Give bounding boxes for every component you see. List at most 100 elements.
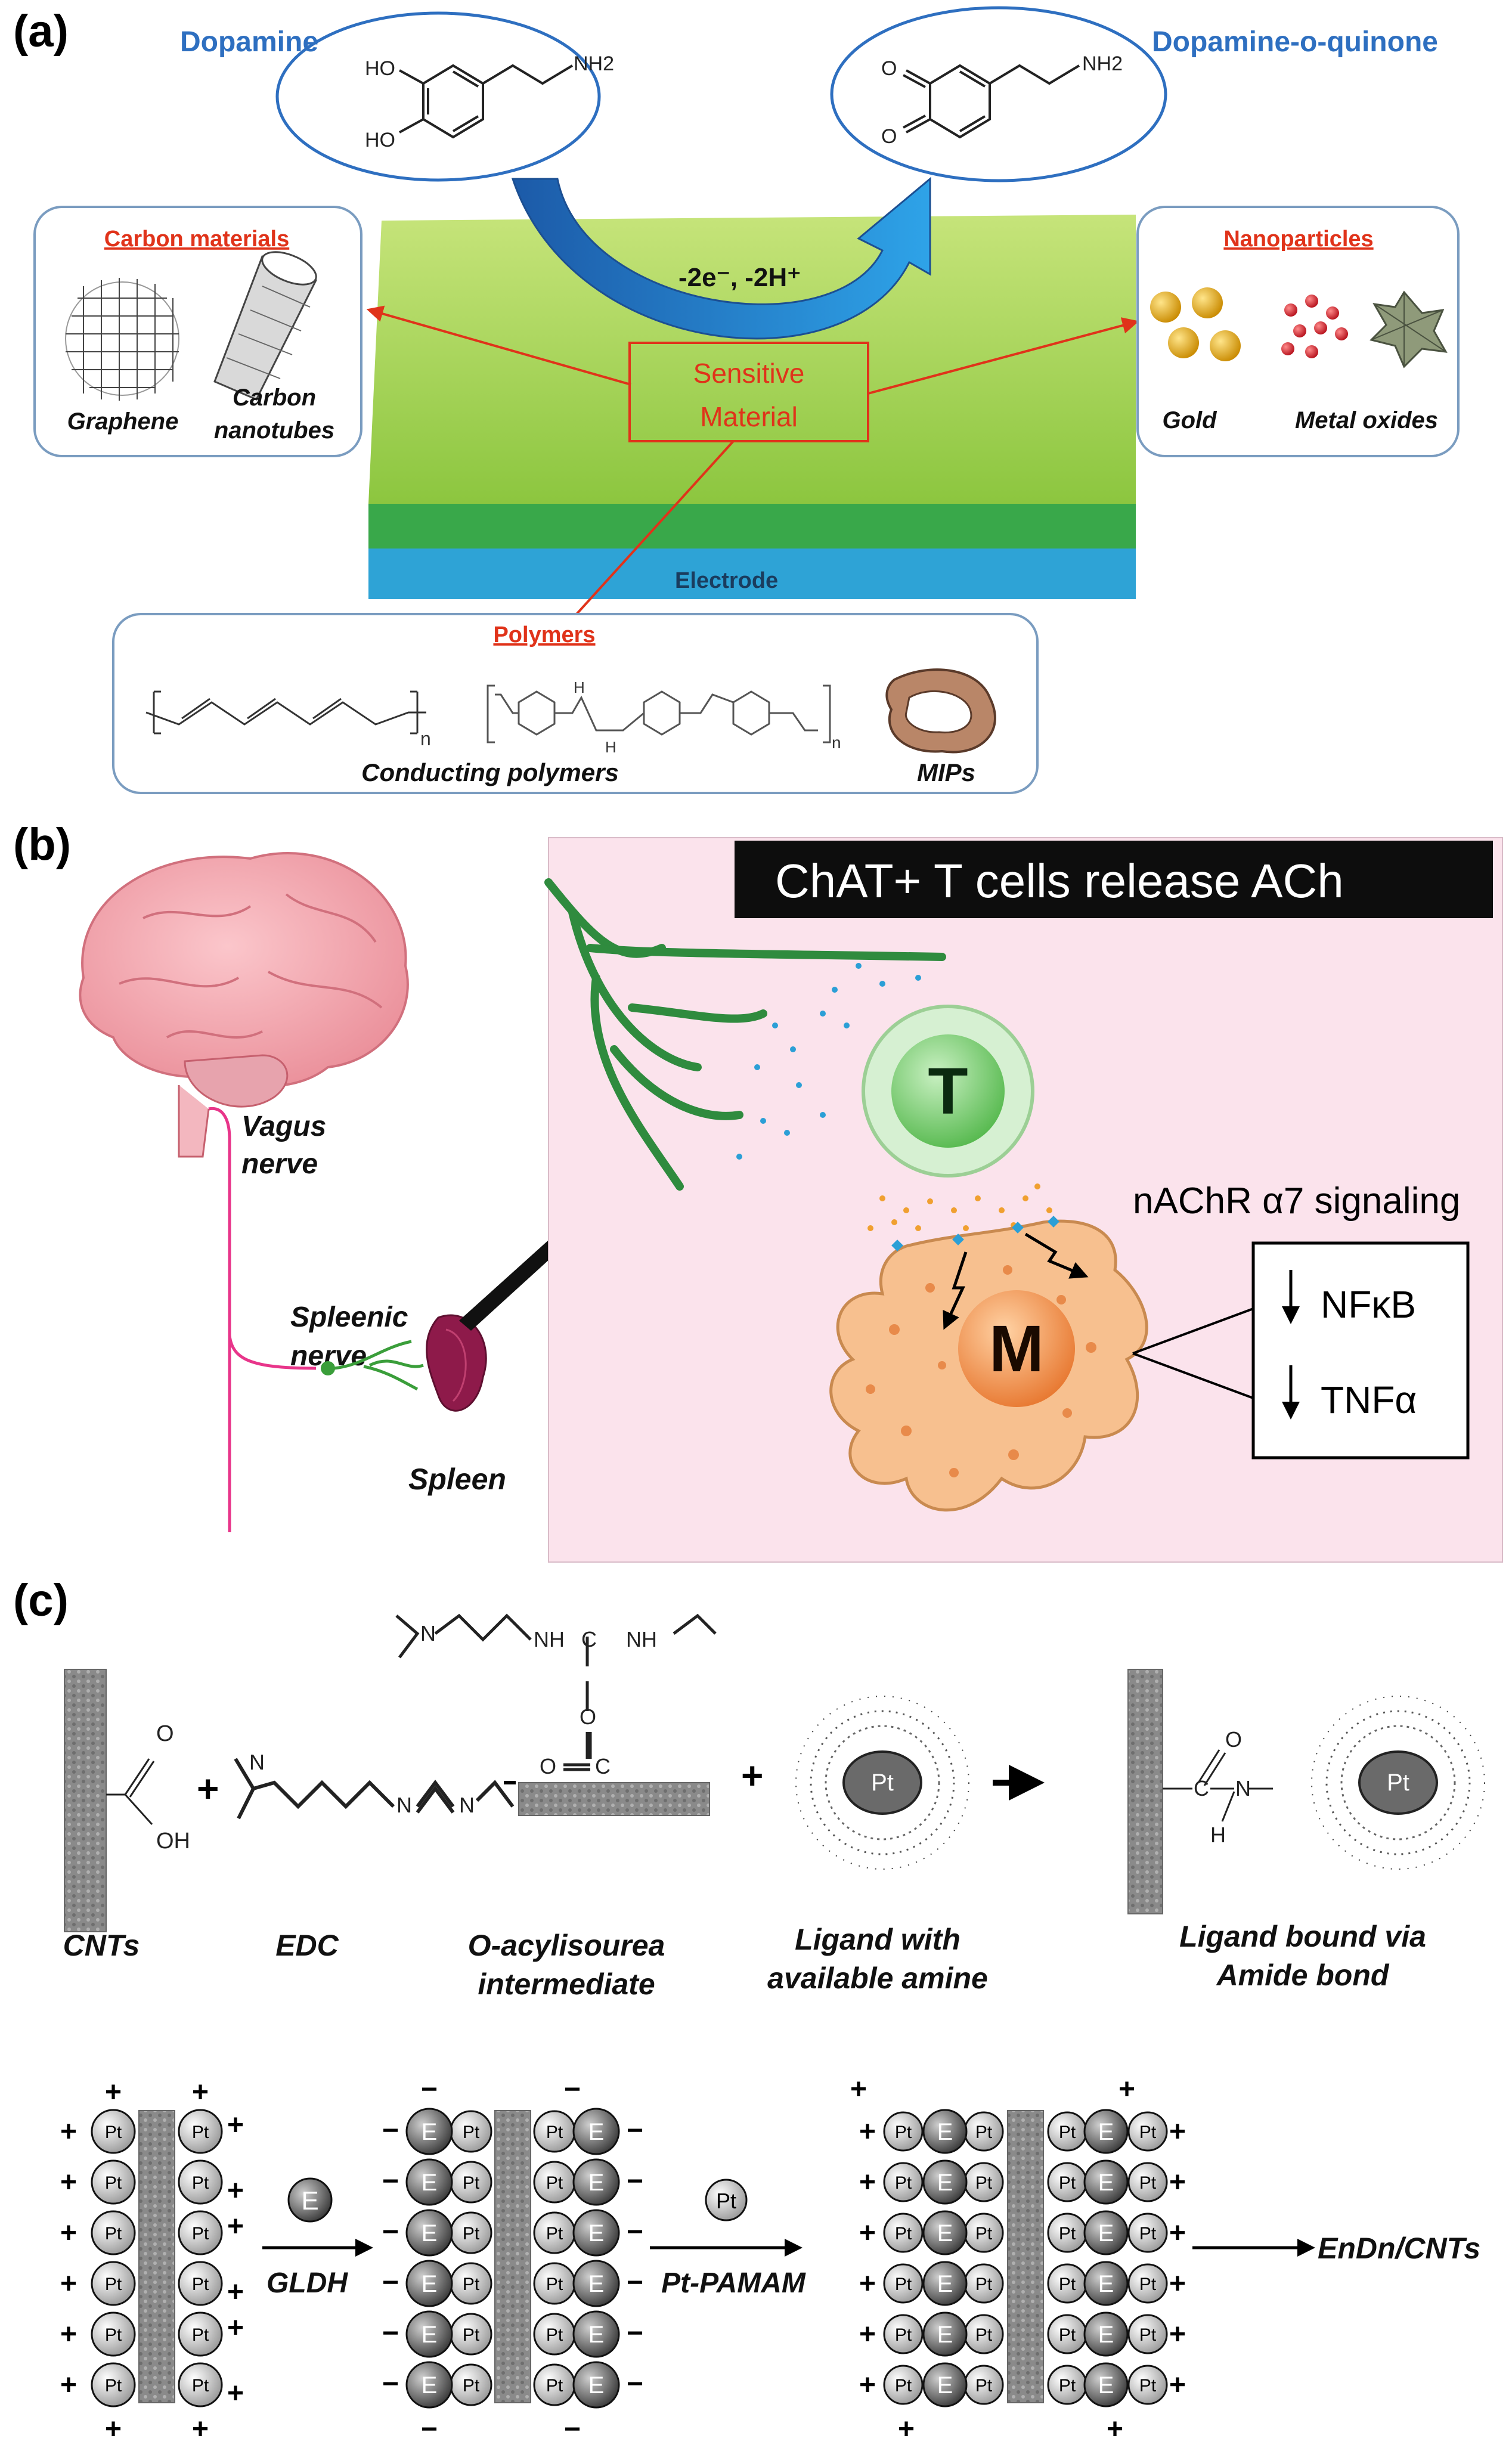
- macrophage-letter: M: [989, 1312, 1044, 1386]
- dopamine-structure: [399, 64, 574, 139]
- e-bead-label: E: [1098, 2271, 1114, 2297]
- signaling-title: ChAT+ T cells release ACh: [775, 854, 1344, 907]
- pt-bead-label: Pt: [895, 2224, 912, 2244]
- pt-bead-label: Pt: [895, 2173, 912, 2193]
- charge-plus: +: [227, 2276, 244, 2308]
- charge-plus: +: [859, 2167, 876, 2198]
- nfkb-label: NFκB: [1321, 1283, 1416, 1326]
- pt-bead-label: Pt: [105, 2275, 122, 2294]
- pt-bead-label: Pt: [1059, 2122, 1076, 2142]
- pt-bead-label: Pt: [192, 2325, 209, 2345]
- cooh-group: [106, 1758, 155, 1826]
- quinone-label: Dopamine-o-quinone: [1152, 26, 1438, 58]
- cooh-o: O: [156, 1721, 174, 1746]
- charge-plus: +: [227, 2175, 244, 2207]
- polymers-box: [112, 613, 1039, 794]
- polyaniline-subscript: n: [832, 733, 841, 752]
- charge-plus: +: [859, 2116, 876, 2148]
- e-bead: [572, 2260, 620, 2307]
- e-bead-label: E: [1098, 2322, 1114, 2348]
- polyacetylene-subscript: n: [420, 728, 431, 749]
- polyacetylene-structure: [145, 690, 426, 735]
- charge-minus: −: [627, 2115, 643, 2146]
- pt-bead: [178, 2210, 223, 2255]
- panel-b-label: (b): [13, 819, 71, 870]
- polyaniline-structure: [487, 684, 831, 743]
- e-bead: [922, 2109, 968, 2154]
- e-bead-label: E: [422, 2372, 438, 2399]
- macrophage-nucleus: [958, 1290, 1075, 1407]
- pt-bead-label: Pt: [192, 2173, 209, 2193]
- acyl-c: C: [581, 1627, 597, 1651]
- brain-illustration: [79, 852, 409, 1158]
- e-bead: [1083, 2109, 1129, 2154]
- e-bead-label: E: [937, 2220, 953, 2247]
- pt-bead: [91, 2311, 136, 2357]
- arrow-to-carbon: [366, 305, 631, 386]
- signaling-title-bar: [735, 841, 1493, 918]
- lbl-cnt-2: [494, 2110, 531, 2403]
- charge-minus: −: [421, 2074, 438, 2105]
- reaction-label: -2e⁻, -2H⁺: [678, 263, 801, 292]
- pt-bead-label: Pt: [463, 2376, 480, 2396]
- polyaniline-nh-bottom: H: [605, 738, 616, 756]
- splenic-nerve-label-1: Spleenic: [290, 1302, 408, 1333]
- e-bead-label: E: [422, 2220, 438, 2247]
- e-bead: [572, 2108, 620, 2155]
- pt-bead-label: Pt: [546, 2122, 563, 2142]
- pt-bead-label: Pt: [895, 2122, 912, 2142]
- e-bead: [572, 2361, 620, 2409]
- pt-bead-label: Pt: [1139, 2173, 1157, 2193]
- cnt-rod-1: [64, 1669, 107, 1932]
- e-bead-label: E: [937, 2271, 953, 2297]
- panel-b: (b) Vagus nerve Spleenic nerve Spleen Ch…: [13, 819, 1503, 1563]
- charge-plus: +: [60, 2268, 77, 2300]
- ach-dots-orange: [867, 1183, 1052, 1231]
- gold-nanoparticles-icon: [1150, 287, 1241, 361]
- e-bead-label: E: [422, 2119, 438, 2145]
- charge-minus: −: [382, 2317, 399, 2349]
- charge-plus: +: [227, 2211, 244, 2242]
- metal-oxides-label: Metal oxides: [1295, 407, 1438, 433]
- charge-plus: +: [1107, 2413, 1123, 2445]
- reagent-pt-bead: [705, 2179, 748, 2221]
- charge-plus: +: [1118, 2074, 1135, 2105]
- dopamine-ellipse: [275, 11, 601, 182]
- e-bead: [1083, 2159, 1129, 2205]
- pt-bead: [178, 2261, 223, 2306]
- pt-bead-label: Pt: [463, 2173, 480, 2193]
- sensitive-layer-face: [368, 504, 1136, 549]
- reaction-arrow: [511, 176, 931, 340]
- charge-plus: +: [60, 2319, 77, 2350]
- pt-bead-label: Pt: [546, 2376, 563, 2396]
- e-bead-label: E: [422, 2170, 438, 2196]
- charge-plus: +: [859, 2369, 876, 2401]
- pt-bead-label: Pt: [192, 2224, 209, 2244]
- bound-label-1: Ligand bound via: [1179, 1920, 1426, 1953]
- pt-bead-label: Pt: [546, 2275, 563, 2294]
- nachr-receptors: [891, 1216, 1059, 1251]
- charge-plus: +: [850, 2074, 867, 2105]
- e-bead-label: E: [588, 2271, 605, 2297]
- pt-bead-label: Pt: [192, 2275, 209, 2294]
- charge-plus: +: [105, 2413, 122, 2445]
- charge-plus: +: [1169, 2167, 1186, 2198]
- charge-plus: +: [1169, 2116, 1186, 2148]
- acyl-o2: O: [540, 1754, 556, 1778]
- result-box: [1251, 1241, 1470, 1460]
- plus-2: +: [741, 1754, 763, 1797]
- pt-bead: [1127, 2213, 1168, 2253]
- zoom-pointer: [459, 1240, 557, 1331]
- charge-plus: +: [60, 2369, 77, 2401]
- plus-1: +: [197, 1767, 219, 1810]
- e-bead-label: E: [937, 2322, 953, 2348]
- gold-label: Gold: [1162, 407, 1217, 433]
- pt-label-2: Pt: [1387, 1770, 1409, 1796]
- cnts-label: CNTs: [63, 1929, 140, 1962]
- sensitive-material-box: [628, 342, 869, 442]
- charge-plus: +: [192, 2413, 209, 2445]
- reagent-e-letter: E: [301, 2186, 318, 2215]
- dopamine-nh2: NH2: [574, 52, 614, 75]
